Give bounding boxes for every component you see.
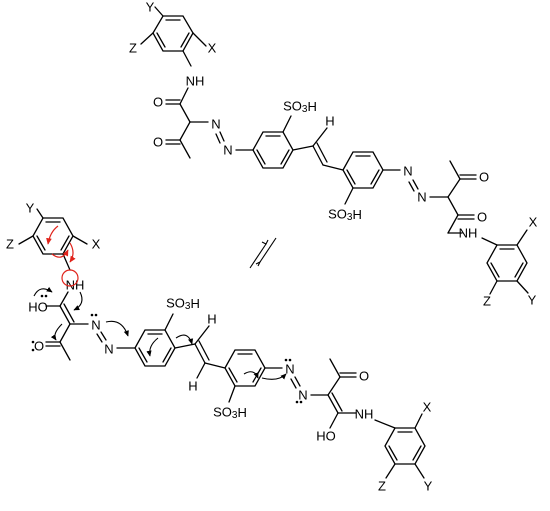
- top-amide-nh-2: NH: [459, 226, 478, 241]
- top-vinyl-h: H: [325, 114, 334, 129]
- top-aryl-ring-left: [152, 15, 194, 52]
- bottom-substituent-z-2: Z: [378, 479, 386, 494]
- top-sulfonic-acid-2: SO3H: [328, 207, 362, 223]
- bottom-azo-n4: N: [298, 388, 307, 403]
- bottom-substituent-x-2: X: [423, 400, 432, 415]
- bottom-ketone-oxygen: O: [34, 339, 44, 354]
- top-substituent-z-2: Z: [483, 294, 491, 309]
- top-stilbene-ring-left: [252, 131, 294, 169]
- bottom-nh: NH: [66, 278, 85, 293]
- bottom-vinyl-h: H: [207, 312, 216, 327]
- equilibrium-arrows: [249, 237, 277, 269]
- bottom-azo-n2: N: [104, 342, 113, 357]
- bottom-enol-ho: HO: [28, 300, 48, 315]
- bottom-aryl-ring-right: [384, 427, 426, 465]
- bottom-substituent-z: Z: [6, 237, 14, 252]
- bottom-stilbene-ring-left: [134, 329, 176, 367]
- top-azo-n2: N: [223, 143, 232, 158]
- top-amide-oxygen: O: [153, 95, 163, 110]
- top-substituent-x: X: [208, 41, 217, 56]
- top-azo-n4: N: [417, 190, 426, 205]
- bottom-substituent-x: X: [92, 237, 101, 252]
- bottom-stilbene-ring-right: [224, 349, 266, 387]
- bottom-ketone-oxygen-2: O: [359, 369, 369, 384]
- bottom-azo-n1: N: [91, 318, 100, 333]
- top-sulfonic-acid-1: SO3H: [283, 99, 317, 115]
- bottom-substituent-y: Y: [26, 201, 35, 216]
- top-amide-nh: NH: [186, 74, 205, 89]
- top-substituent-z: Z: [129, 41, 137, 56]
- top-amide-oxygen-2: O: [477, 210, 487, 225]
- bottom-enol-molecule: Y Z X NH HO O N: [6, 201, 433, 494]
- bottom-nh-2: NH: [355, 407, 374, 422]
- top-azo-n1: N: [211, 117, 220, 132]
- bottom-sulfonic-acid-2: SO3H: [213, 405, 247, 421]
- top-azo-molecule: Y Z X NH O O N N SO3H H: [129, 0, 538, 309]
- top-aryl-ring-right: [486, 244, 528, 282]
- top-ketone-oxygen: O: [153, 135, 163, 150]
- bottom-aryl-ring-left: [32, 217, 74, 255]
- top-substituent-x-2: X: [529, 215, 538, 230]
- bottom-sulfonic-acid-1: SO3H: [166, 296, 200, 312]
- top-ketone-oxygen-2: O: [479, 170, 489, 185]
- top-stilbene-ring-right: [342, 151, 384, 189]
- top-substituent-y: Y: [146, 0, 155, 15]
- top-substituent-y-2: Y: [528, 293, 537, 308]
- bottom-azo-n3: N: [285, 362, 294, 377]
- red-electron-arrows: [46, 225, 79, 287]
- bottom-vinyl-h-2: H: [188, 379, 197, 394]
- bottom-enol-ho-2: HO: [316, 429, 336, 444]
- bottom-substituent-y-2: Y: [424, 479, 433, 494]
- top-azo-n3: N: [403, 164, 412, 179]
